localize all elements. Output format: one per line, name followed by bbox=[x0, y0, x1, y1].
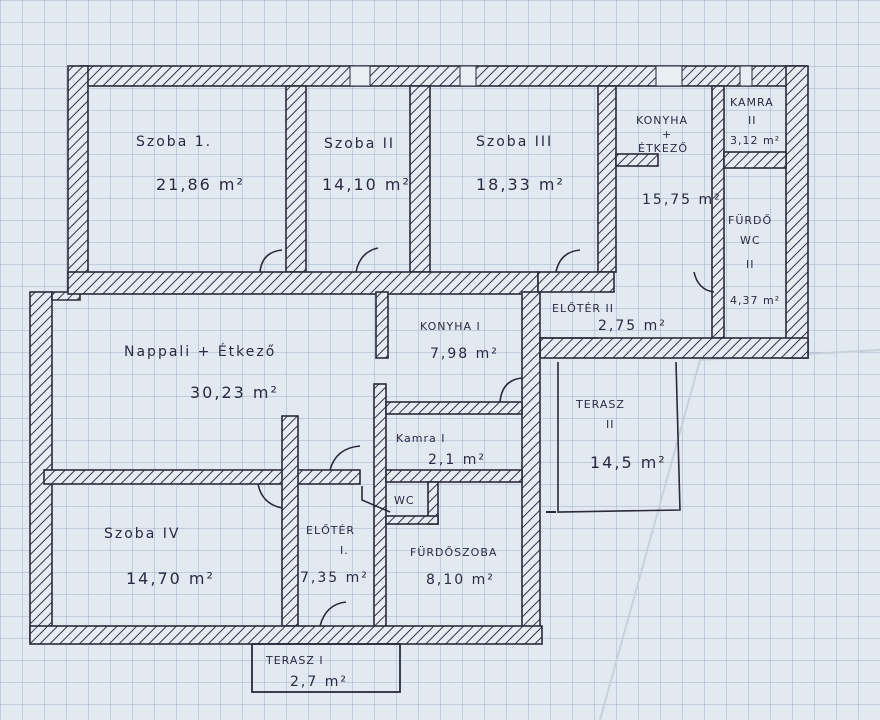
room-area-eloter-2: 2,75 m² bbox=[598, 318, 667, 334]
room-name-terasz-1: TERASZ I bbox=[265, 654, 324, 667]
room-name-kamra-2-line2: II bbox=[748, 114, 757, 127]
room-name-furdoszoba: FÜRDŐSZOBA bbox=[410, 545, 497, 559]
room-name-eloter-2: ELŐTÉR II bbox=[552, 301, 614, 315]
doors bbox=[257, 247, 715, 627]
room-name-furdo-2-line2: WC bbox=[740, 234, 761, 247]
room-area-terasz-2: 14,5 m² bbox=[590, 453, 667, 472]
room-area-furdoszoba: 8,10 m² bbox=[426, 572, 495, 588]
room-name-nappali: Nappali + Étkező bbox=[124, 343, 276, 360]
room-name-kamra-2-line1: KAMRA bbox=[730, 96, 774, 109]
room-area-nappali: 30,23 m² bbox=[190, 383, 279, 402]
room-name-konyha-1: KONYHA I bbox=[420, 320, 481, 333]
room-area-eloter-1: 7,35 m² bbox=[300, 570, 369, 586]
terrace-i-outline bbox=[251, 643, 401, 693]
room-name-szoba-3: Szoba III bbox=[476, 134, 553, 150]
walls bbox=[29, 65, 809, 645]
room-name-szoba-1: Szoba 1. bbox=[136, 134, 212, 150]
room-area-szoba-2: 14,10 m² bbox=[322, 175, 411, 194]
room-name-szoba-4: Szoba IV bbox=[104, 526, 180, 542]
room-area-furdo-2: 4,37 m² bbox=[730, 294, 780, 307]
room-area-konyha-1: 7,98 m² bbox=[430, 346, 499, 362]
room-area-kamra-2: 3,12 m² bbox=[730, 134, 780, 147]
room-area-terasz-1: 2,7 m² bbox=[290, 674, 348, 690]
room-name-konyha-2-line2: + bbox=[662, 128, 672, 141]
paper-fold bbox=[599, 349, 880, 720]
room-name-konyha-2-line1: KONYHA bbox=[636, 114, 688, 127]
terrace-ii-outline bbox=[557, 361, 681, 513]
room-name-eloter-1-line2: I. bbox=[340, 544, 349, 557]
room-area-konyha-2: 15,75 m² bbox=[642, 192, 722, 208]
room-area-kamra-1: 2,1 m² bbox=[428, 452, 486, 468]
room-area-szoba-1: 21,86 m² bbox=[156, 175, 245, 194]
room-labels: Szoba 1. 21,86 m² Szoba II 14,10 m² Szob… bbox=[104, 96, 780, 690]
room-name-furdo-2-line1: FÜRDŐ bbox=[728, 213, 772, 227]
room-area-szoba-4: 14,70 m² bbox=[126, 569, 215, 588]
room-name-szoba-2: Szoba II bbox=[324, 136, 395, 152]
room-name-konyha-2-line3: ÉTKEZŐ bbox=[638, 141, 688, 155]
room-name-eloter-1-line1: ELŐTÉR bbox=[306, 523, 355, 537]
room-name-furdo-2-line3: II bbox=[746, 258, 755, 271]
room-area-szoba-3: 18,33 m² bbox=[476, 175, 565, 194]
room-name-wc: WC bbox=[394, 494, 415, 507]
room-name-kamra-1: Kamra I bbox=[396, 432, 445, 445]
room-name-terasz-2-line1: TERASZ bbox=[575, 398, 625, 411]
windows bbox=[349, 65, 753, 87]
room-name-terasz-2-line2: II bbox=[606, 418, 615, 431]
